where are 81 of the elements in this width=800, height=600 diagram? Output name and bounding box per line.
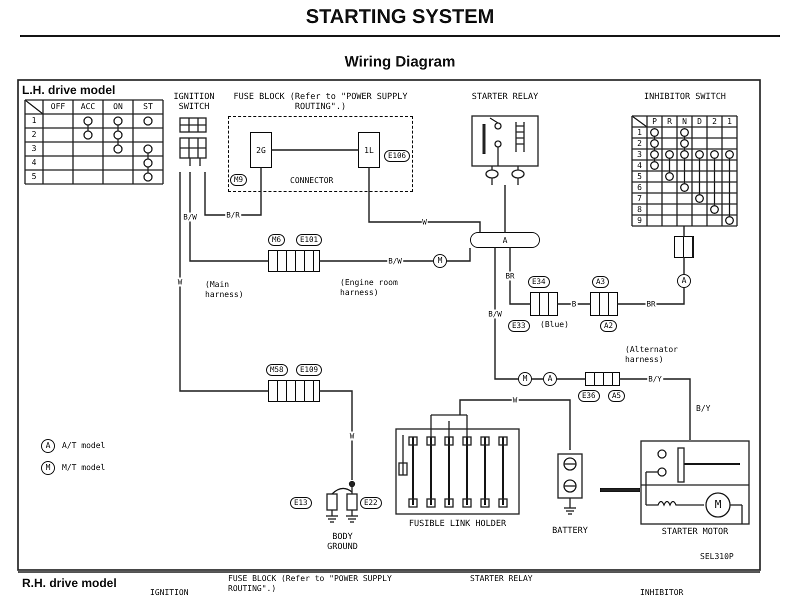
wire bbox=[459, 399, 571, 450]
table-row-number: 2 bbox=[32, 130, 36, 140]
connector-block bbox=[585, 372, 620, 386]
component-label: IGNITION bbox=[150, 588, 189, 598]
harness-label: (Main harness) bbox=[205, 280, 245, 300]
connector-block bbox=[268, 380, 320, 402]
table-header: ON bbox=[113, 102, 123, 112]
wire bbox=[320, 248, 471, 262]
legend-text: A/T model bbox=[62, 441, 106, 451]
table-row-number: 3 bbox=[637, 150, 642, 160]
table-row-number: 5 bbox=[32, 172, 36, 182]
wire bbox=[494, 248, 585, 380]
table-row-number: 7 bbox=[637, 194, 642, 204]
wire bbox=[320, 390, 353, 480]
component-label: BATTERY bbox=[551, 526, 589, 536]
wire bbox=[179, 172, 268, 392]
table-row-number: 8 bbox=[637, 204, 642, 214]
model-marker: M bbox=[41, 461, 55, 475]
motor-symbol-letter: M bbox=[714, 500, 722, 510]
table-row-number: 4 bbox=[637, 160, 642, 170]
table-row-number: 3 bbox=[32, 144, 36, 154]
table-row-number: 5 bbox=[637, 172, 642, 182]
wire bbox=[683, 226, 685, 236]
model-marker: M bbox=[433, 254, 447, 268]
component-label: FUSE BLOCK (Refer to "POWER SUPPLY ROUTING".) bbox=[232, 92, 408, 112]
component-label: FUSE BLOCK (Refer to "POWER SUPPLY ROUTING".) bbox=[228, 574, 393, 594]
table-row-number: 6 bbox=[637, 182, 642, 192]
table-header: N bbox=[682, 116, 687, 126]
table-header: 1 bbox=[727, 116, 732, 126]
table-header: D bbox=[697, 116, 702, 126]
wire bbox=[620, 378, 691, 440]
table-header: OFF bbox=[50, 102, 66, 112]
battery-cable bbox=[600, 488, 640, 492]
figure-code: SEL310P bbox=[700, 552, 734, 562]
connector-block bbox=[590, 292, 618, 316]
table-header: P bbox=[652, 116, 657, 126]
legend-text: M/T model bbox=[62, 463, 106, 473]
component-label: STARTER RELAY bbox=[470, 92, 540, 102]
wire-color-label: B/Y bbox=[696, 404, 710, 414]
component-label: BODY GROUND bbox=[326, 532, 359, 552]
connector-block bbox=[674, 236, 694, 258]
component-label: INHIBITOR SWITCH bbox=[643, 92, 727, 102]
color-note: (Blue) bbox=[540, 320, 569, 330]
section-heading: R.H. drive model bbox=[22, 576, 117, 590]
model-marker: A bbox=[677, 274, 691, 288]
table-row-number: 4 bbox=[32, 158, 36, 168]
joint-connector: A bbox=[470, 232, 540, 248]
connector-block bbox=[530, 292, 558, 316]
page-title: STARTING SYSTEM bbox=[306, 6, 494, 29]
table-header: R bbox=[667, 116, 672, 126]
table-row-number: 2 bbox=[637, 138, 642, 148]
model-marker: A bbox=[41, 439, 55, 453]
harness-label: (Alternator harness) bbox=[625, 345, 679, 365]
connector-block bbox=[268, 250, 320, 272]
component-label: STARTER MOTOR bbox=[660, 527, 730, 537]
component-label: STARTER RELAY bbox=[470, 574, 534, 584]
table-row-number: 9 bbox=[637, 216, 642, 226]
table-row-number: 1 bbox=[32, 116, 36, 126]
connector-terminal: 1L bbox=[358, 132, 380, 168]
table-header: 2 bbox=[712, 116, 717, 126]
wire bbox=[509, 248, 530, 305]
connector-terminal: 2G bbox=[250, 132, 272, 168]
wire bbox=[504, 185, 506, 232]
table-header: ST bbox=[143, 102, 153, 112]
component-label: IGNITION SWITCH bbox=[172, 92, 216, 112]
component-label: INHIBITOR bbox=[640, 588, 684, 598]
wire bbox=[189, 172, 268, 262]
wire bbox=[558, 303, 590, 305]
table-row-number: 1 bbox=[637, 128, 642, 138]
component-label: FUSIBLE LINK HOLDER bbox=[408, 519, 508, 529]
diagram-heading: Wiring Diagram bbox=[344, 54, 456, 70]
wire bbox=[204, 168, 262, 216]
model-marker: M bbox=[518, 372, 532, 386]
harness-label: (Engine room harness) bbox=[340, 278, 399, 298]
wire bbox=[618, 258, 685, 305]
component-label: CONNECTOR bbox=[290, 176, 334, 186]
table-header: ACC bbox=[80, 102, 96, 112]
wire bbox=[272, 149, 358, 151]
wire bbox=[368, 168, 481, 232]
section-heading: L.H. drive model bbox=[22, 83, 116, 97]
model-marker: A bbox=[543, 372, 557, 386]
